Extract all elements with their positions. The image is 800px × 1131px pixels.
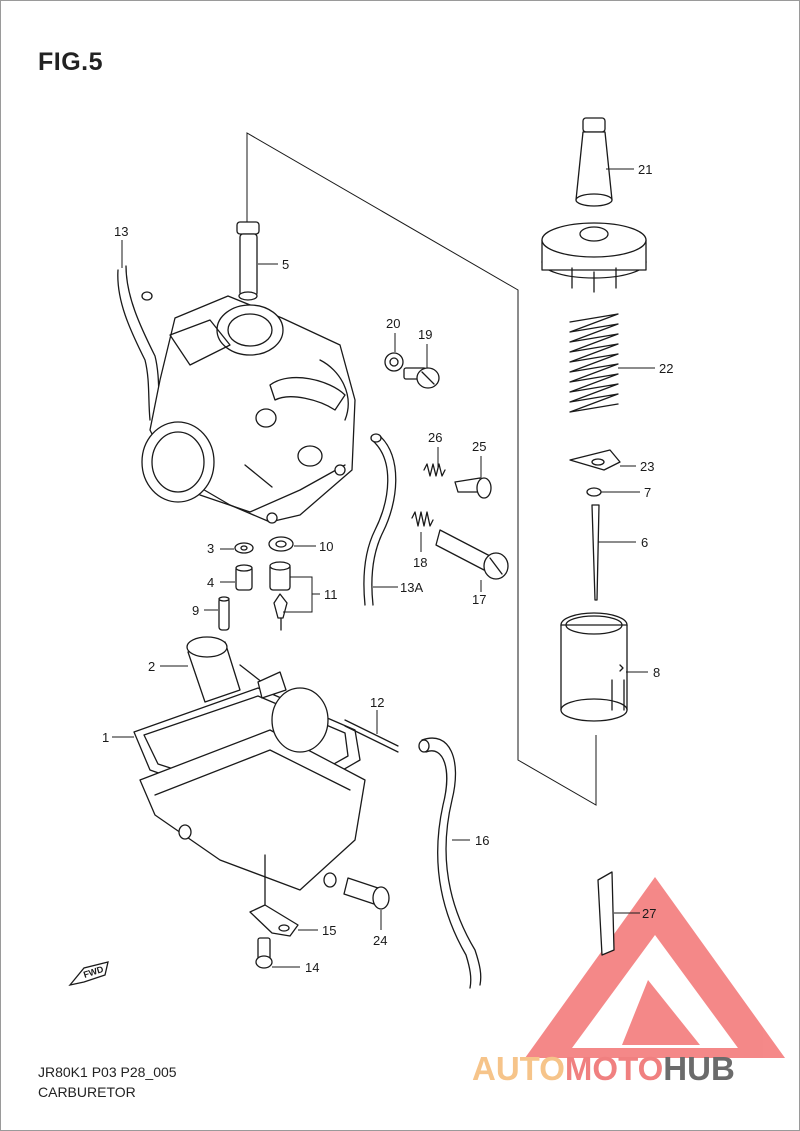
- part-23-retainer: [569, 449, 621, 471]
- part-22-spring: [569, 313, 619, 413]
- watermark-text: AUTOMOTOHUB: [472, 1050, 735, 1087]
- part-9-jet: [218, 596, 230, 631]
- callout-18: 18: [413, 555, 427, 570]
- callout-23: 23: [640, 459, 654, 474]
- callout-24: 24: [373, 933, 387, 948]
- callout-20: 20: [386, 316, 400, 331]
- callout-16: 16: [475, 833, 489, 848]
- part-13-tube: [117, 265, 161, 421]
- part-19-screw: [403, 367, 440, 389]
- figure-title: FIG.5: [38, 48, 104, 76]
- watermark-part-auto: AUTO: [472, 1050, 565, 1087]
- watermark-logo: [525, 877, 785, 1058]
- callout-14: 14: [305, 960, 319, 975]
- part-4-jet: [235, 564, 253, 591]
- part-7-clip: [586, 487, 602, 497]
- top-cap: [541, 222, 647, 293]
- figure-code: JR80K1 P03 P28_005: [38, 1064, 177, 1080]
- part-15-bracket: [249, 904, 299, 937]
- callout-2: 2: [148, 659, 155, 674]
- callout-5: 5: [282, 257, 289, 272]
- part-20-washer: [384, 352, 404, 372]
- callout-10: 10: [319, 539, 333, 554]
- part-2-float: [186, 636, 329, 753]
- callout-25: 25: [472, 439, 486, 454]
- part-26-spring: [423, 463, 446, 477]
- callout-9: 9: [192, 603, 199, 618]
- fwd-arrow-icon: FWD: [68, 961, 109, 987]
- callout-19: 19: [418, 327, 432, 342]
- callout-26: 26: [428, 430, 442, 445]
- part-25-screw: [454, 477, 492, 499]
- part-27-clip: [597, 871, 615, 956]
- callout-4: 4: [207, 575, 214, 590]
- callout-13a: 13A: [400, 580, 423, 595]
- watermark-part-hub: HUB: [663, 1050, 735, 1087]
- callout-13: 13: [114, 224, 128, 239]
- part-3-washer: [234, 542, 254, 554]
- callout-15: 15: [322, 923, 336, 938]
- part-16-tube: [418, 737, 482, 989]
- callout-1: 1: [102, 730, 109, 745]
- part-11-needle-valve: [269, 561, 291, 631]
- watermark-part-moto: MOTO: [565, 1050, 663, 1087]
- callout-12: 12: [370, 695, 384, 710]
- carburetor-body: [141, 295, 356, 524]
- part-21-cap: [575, 117, 613, 207]
- callout-27: 27: [642, 906, 656, 921]
- callout-8: 8: [653, 665, 660, 680]
- leader-lines: [112, 168, 655, 968]
- part-13a-tube: [363, 433, 397, 606]
- part-6-jet-needle: [591, 504, 600, 601]
- part-14-screw: [255, 937, 273, 969]
- callout-7: 7: [644, 485, 651, 500]
- figure-name: CARBURETOR: [38, 1084, 136, 1100]
- callout-3: 3: [207, 541, 214, 556]
- part-1-gasket-and-bowl: [133, 687, 366, 906]
- callout-11: 11: [324, 587, 338, 602]
- part-10-washer: [268, 536, 294, 552]
- part-8-throttle-valve: [560, 612, 628, 722]
- callout-22: 22: [659, 361, 673, 376]
- part-24-drain-screw: [343, 877, 390, 910]
- callout-6: 6: [641, 535, 648, 550]
- part-5-throttle-stop: [236, 221, 260, 301]
- part-17-screw: [435, 529, 509, 580]
- callouts: 13 5 20 19 26 25 18 13A 17 3 10 4 11 9 2…: [102, 162, 673, 975]
- callout-17: 17: [472, 592, 486, 607]
- part-12-pin: [344, 719, 399, 753]
- part-18-spring: [411, 511, 434, 527]
- callout-21: 21: [638, 162, 652, 177]
